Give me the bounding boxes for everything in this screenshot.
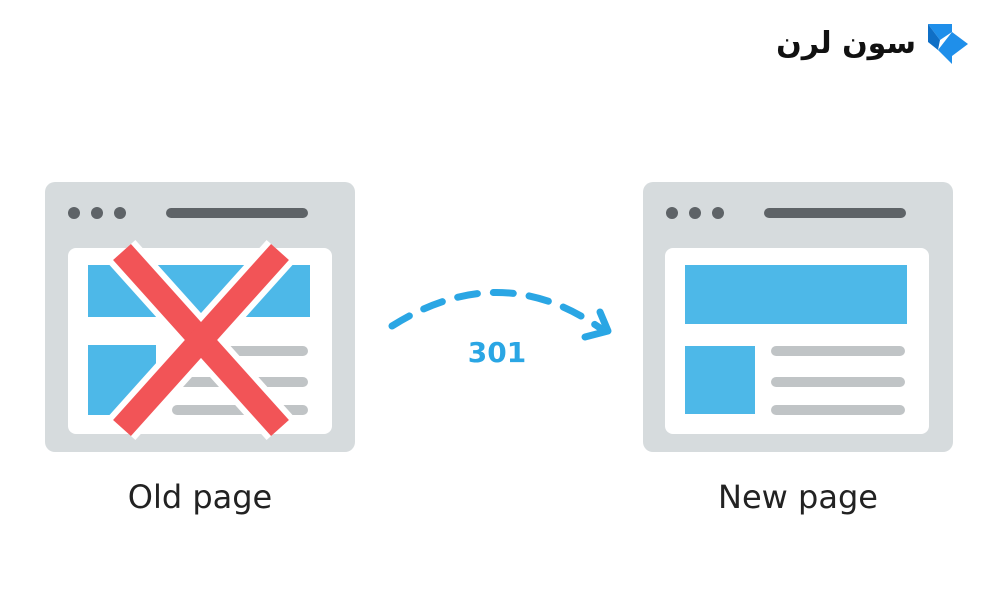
old-page-label: Old page xyxy=(127,478,273,516)
brand-logo: سون لرن xyxy=(776,20,970,68)
text-line xyxy=(771,377,905,387)
brand-logo-icon xyxy=(928,24,968,64)
new-page-label: New page xyxy=(718,478,878,516)
window-dot-icon xyxy=(91,207,103,219)
window-dot-icon xyxy=(68,207,80,219)
image-block xyxy=(685,346,755,414)
window-dot-icon xyxy=(689,207,701,219)
window-dot-icon xyxy=(712,207,724,219)
cross-icon xyxy=(108,239,294,441)
old-page-window xyxy=(45,182,355,452)
redirect-code: 301 xyxy=(468,336,526,369)
address-bar xyxy=(764,208,906,218)
address-bar xyxy=(166,208,308,218)
redirect-arrow: 301 xyxy=(388,289,612,369)
window-dot-icon xyxy=(666,207,678,219)
text-line xyxy=(771,405,905,415)
arrowhead-icon xyxy=(581,308,612,341)
window-dot-icon xyxy=(114,207,126,219)
new-page-window xyxy=(643,182,953,452)
text-line xyxy=(771,346,905,356)
brand-name: سون لرن xyxy=(776,26,916,61)
header-block xyxy=(685,265,907,324)
